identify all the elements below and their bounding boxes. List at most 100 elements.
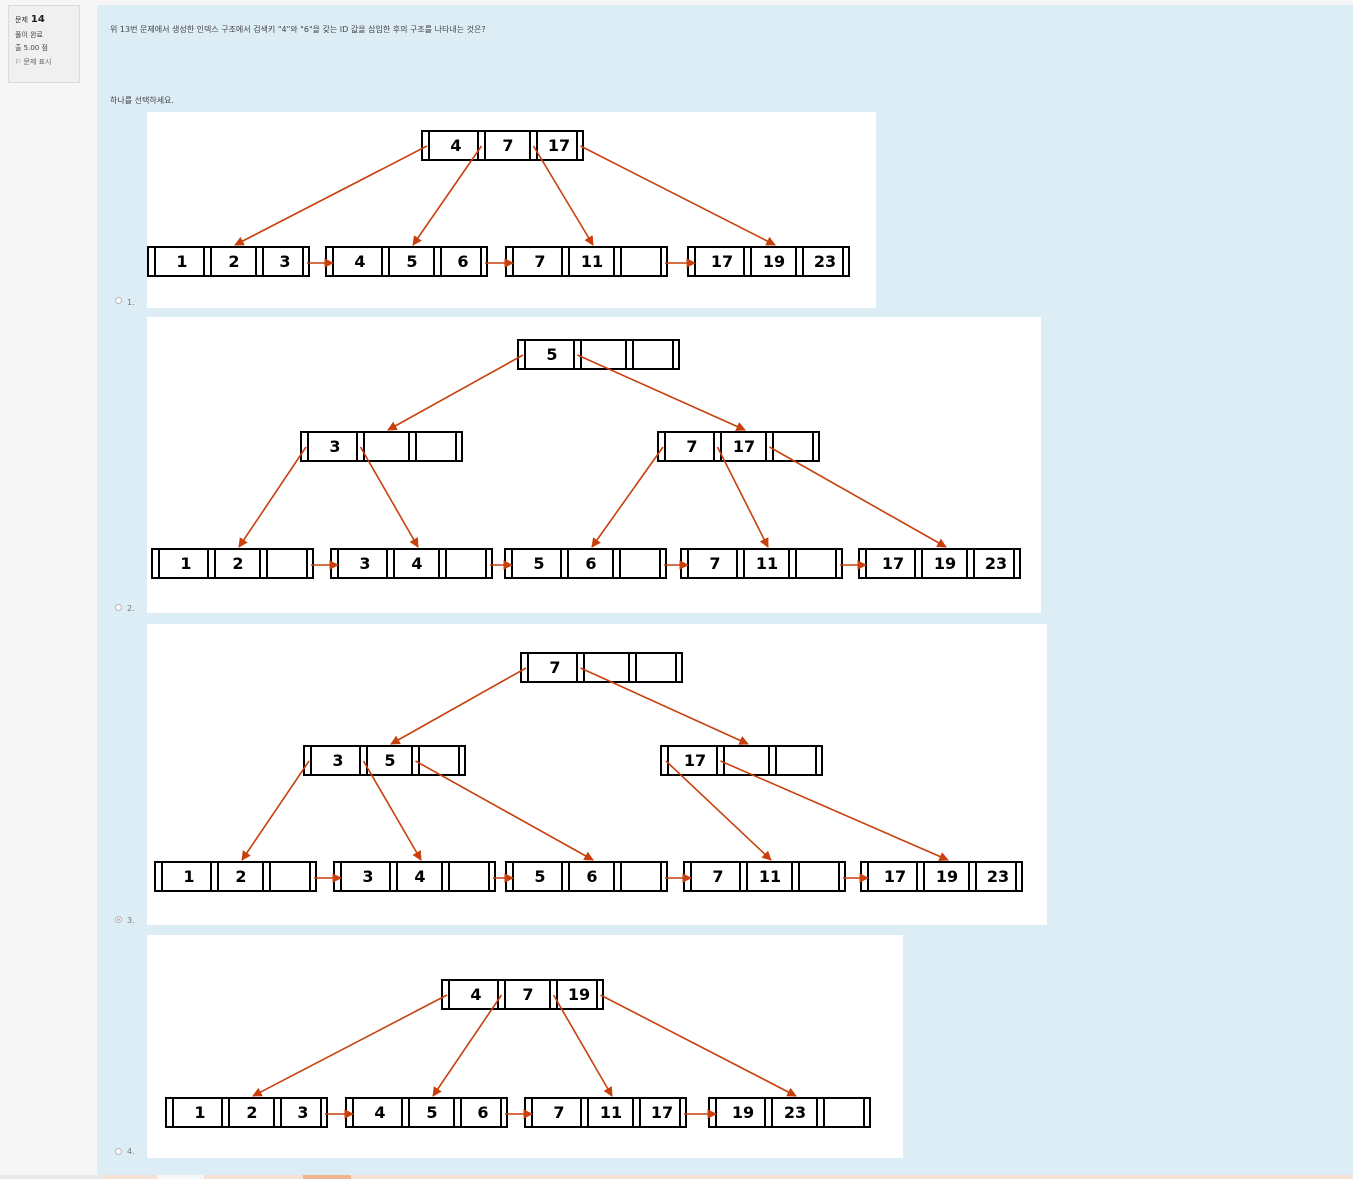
tree-node: 7 11	[505, 246, 668, 277]
node-key: 17	[882, 554, 904, 573]
node-key: 2	[228, 252, 239, 271]
node-key: 5	[406, 252, 417, 271]
node-key: 5	[533, 554, 544, 573]
option-4-radio[interactable]	[115, 1148, 122, 1155]
node-key: 23	[784, 1103, 806, 1122]
option-3-radio[interactable]	[115, 916, 122, 923]
node-key: 1	[180, 554, 191, 573]
node-key: 11	[759, 867, 781, 886]
node-key: 2	[232, 554, 243, 573]
child-pointer-arrow	[665, 760, 772, 861]
node-key: 7	[522, 985, 533, 1004]
option-2-radio[interactable]	[115, 604, 122, 611]
question-number: 14	[30, 14, 45, 25]
node-key: 7	[502, 136, 513, 155]
tree-node: 17 19 23	[858, 548, 1021, 579]
node-key: 19	[936, 867, 958, 886]
node-key: 19	[763, 252, 785, 271]
node-key: 1	[176, 252, 187, 271]
node-key: 6	[457, 252, 468, 271]
node-key: 1	[194, 1103, 205, 1122]
node-key: 11	[600, 1103, 622, 1122]
flag-question-link[interactable]: ⚐ 문제 표시	[15, 56, 73, 69]
node-key: 4	[414, 867, 425, 886]
node-key: 6	[477, 1103, 488, 1122]
child-pointer-arrow	[532, 145, 594, 246]
node-key: 19	[568, 985, 590, 1004]
option-3-label: 3.	[127, 916, 135, 925]
node-key: 5	[426, 1103, 437, 1122]
node-key: 7	[549, 658, 560, 677]
node-key: 6	[585, 554, 596, 573]
child-pointer-arrow	[580, 145, 776, 246]
flag-icon: ⚐	[15, 57, 22, 66]
node-key: 7	[686, 437, 697, 456]
node-key: 19	[732, 1103, 754, 1122]
child-pointer-arrow	[390, 667, 527, 745]
question-content: 위 13번 문제에서 생성한 인덱스 구조에서 검색키 "4"와 "6"을 갖는…	[97, 5, 1353, 1179]
option-1-label: 1.	[127, 298, 135, 307]
node-key: 3	[332, 751, 343, 770]
child-pointer-arrow	[552, 994, 613, 1097]
node-key: 23	[985, 554, 1007, 573]
node-key: 11	[581, 252, 603, 271]
child-pointer-arrow	[387, 354, 524, 431]
question-text: 위 13번 문제에서 생성한 인덱스 구조에서 검색키 "4"와 "6"을 갖는…	[110, 25, 486, 34]
node-key: 23	[814, 252, 836, 271]
child-pointer-arrow	[415, 760, 594, 861]
node-key: 4	[450, 136, 461, 155]
child-pointer-arrow	[577, 354, 746, 431]
node-key: 17	[548, 136, 570, 155]
node-key: 17	[684, 751, 706, 770]
node-key: 1	[183, 867, 194, 886]
child-pointer-arrow	[241, 760, 310, 861]
option-4-label: 4.	[127, 1147, 135, 1156]
node-key: 2	[246, 1103, 257, 1122]
node-key: 5	[534, 867, 545, 886]
node-key: 6	[586, 867, 597, 886]
node-key: 4	[374, 1103, 385, 1122]
node-key: 19	[934, 554, 956, 573]
option-2-label: 2.	[127, 604, 135, 613]
option-1-radio[interactable]	[115, 297, 122, 304]
node-key: 7	[709, 554, 720, 573]
tree-node: 4 5 6	[345, 1097, 508, 1128]
child-pointer-arrow	[412, 145, 483, 246]
question-points: 출 5.00 점	[15, 44, 48, 53]
node-key: 17	[711, 252, 733, 271]
node-key: 17	[651, 1103, 673, 1122]
node-key: 7	[712, 867, 723, 886]
tree-node: 7 17	[657, 431, 820, 462]
node-key: 3	[362, 867, 373, 886]
child-pointer-arrow	[234, 145, 428, 246]
question-label: 문제	[15, 16, 28, 24]
child-pointer-arrow	[720, 760, 949, 861]
child-pointer-arrow	[580, 667, 749, 745]
node-key: 5	[384, 751, 395, 770]
node-key: 7	[534, 252, 545, 271]
node-key: 17	[733, 437, 755, 456]
child-pointer-arrow	[769, 446, 947, 548]
child-pointer-arrow	[359, 446, 419, 548]
bottom-scroll-strip	[0, 1175, 1353, 1179]
node-key: 3	[329, 437, 340, 456]
child-pointer-arrow	[362, 760, 422, 861]
node-key: 4	[470, 985, 481, 1004]
